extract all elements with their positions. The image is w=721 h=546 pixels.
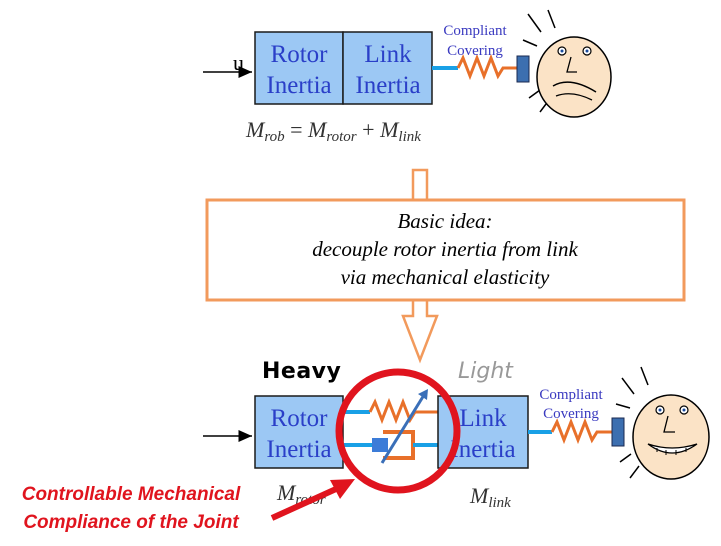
callout-line-1: Controllable Mechanical xyxy=(22,484,241,505)
top-covering-spring xyxy=(456,53,517,81)
bottom-covering-label-1: Compliant xyxy=(539,387,603,403)
happy-face-icon xyxy=(615,366,710,480)
top-link-label-2: Inertia xyxy=(355,72,420,99)
top-rotor-label-1: Rotor xyxy=(271,41,329,68)
idea-line-1: Basic idea: xyxy=(397,209,492,233)
top-link-box: Link Inertia xyxy=(342,31,433,105)
top-covering-label-1: Compliant xyxy=(443,23,507,39)
idea-box: Basic idea: decouple rotor inertia from … xyxy=(205,198,686,302)
highlight-circle xyxy=(335,368,461,494)
variable-compliance-joint xyxy=(343,389,438,464)
bottom-link-label-2: Inertia xyxy=(450,436,515,463)
bottom-link-mass: Mlink xyxy=(469,483,511,511)
top-input-label: u xyxy=(233,50,244,75)
bottom-rotor-label-2: Inertia xyxy=(266,436,331,463)
top-rotor-box: Rotor Inertia xyxy=(254,31,344,105)
bottom-compliant-covering: Compliant Covering xyxy=(528,387,625,447)
callout-arrow xyxy=(270,479,355,521)
top-covering-label-2: Covering xyxy=(447,43,503,59)
top-compliant-covering: Compliant Covering xyxy=(432,23,530,83)
top-link-label-1: Link xyxy=(364,41,412,68)
top-rotor-label-2: Inertia xyxy=(266,72,331,99)
transition-arrow xyxy=(401,168,439,364)
bottom-rotor-label-1: Rotor xyxy=(271,405,329,432)
callout-line-2: Compliance of the Joint xyxy=(23,512,239,533)
joint-spring xyxy=(368,397,438,425)
idea-line-3: via mechanical elasticity xyxy=(341,265,550,289)
bottom-covering-label-2: Covering xyxy=(543,406,599,422)
bottom-rotor-box: Rotor Inertia xyxy=(254,395,344,469)
joint-damper-piston xyxy=(372,438,388,452)
variable-adjust-arrow xyxy=(380,394,426,464)
top-formula: Mrob = Mrotor + Mlink xyxy=(245,117,421,145)
heavy-label: Heavy xyxy=(262,359,341,384)
bottom-link-label-1: Link xyxy=(459,405,507,432)
light-label: Light xyxy=(458,359,514,384)
idea-line-2: decouple rotor inertia from link xyxy=(312,237,578,261)
hurt-face-icon xyxy=(522,9,612,118)
bottom-covering-spring xyxy=(550,417,612,445)
